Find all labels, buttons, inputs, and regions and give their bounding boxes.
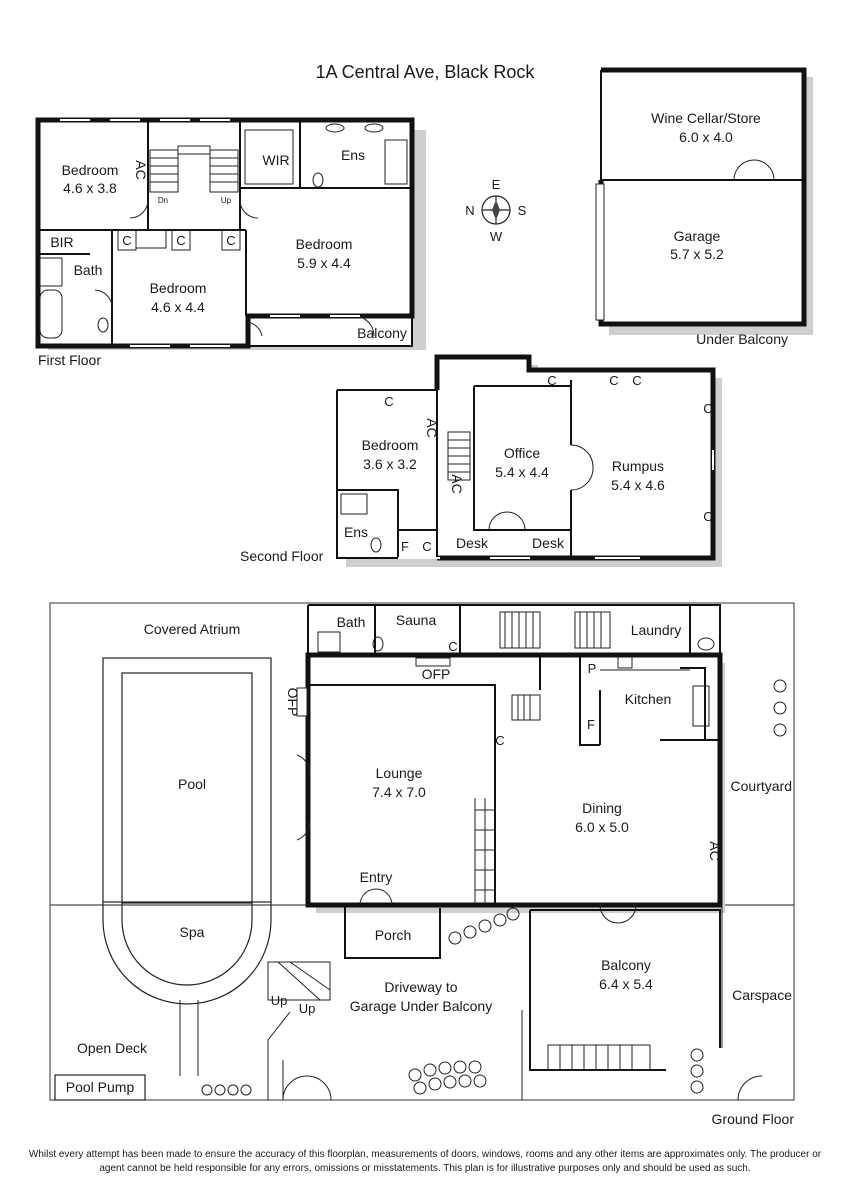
wine-cellar-size: 6.0 x 4.0: [679, 129, 733, 145]
ff-ac: AC: [133, 160, 149, 179]
gf-ofp-atrium: OFP: [285, 688, 301, 717]
first-floor-plan: Bedroom 4.6 x 3.8 Bedroom 4.6 x 4.4 Bedr…: [35, 117, 426, 368]
gf-dining-size: 6.0 x 5.0: [575, 819, 629, 835]
gf-bath: Bath: [337, 614, 366, 630]
ff-bedroom-c-size: 5.9 x 4.4: [297, 255, 351, 271]
ground-floor-caption: Ground Floor: [712, 1111, 795, 1127]
ff-c3: C: [226, 233, 235, 248]
compass: E N S W: [465, 177, 526, 244]
sf-c-2: C: [609, 373, 618, 388]
sf-c-4: C: [703, 401, 712, 416]
gf-carspace: Carspace: [732, 987, 792, 1003]
garage-size: 5.7 x 5.2: [670, 246, 724, 262]
gf-balcony-size: 6.4 x 5.4: [599, 976, 653, 992]
ff-stair-dn: Dn: [158, 196, 168, 205]
gf-dining-name: Dining: [582, 800, 622, 816]
sf-desk-2: Desk: [532, 535, 565, 551]
plan-title: 1A Central Ave, Black Rock: [316, 62, 536, 82]
sf-rumpus-name: Rumpus: [612, 458, 664, 474]
second-floor-plan: Bedroom 3.6 x 3.2 Office 5.4 x 4.4 Rumpu…: [240, 354, 722, 567]
sf-c-1: C: [547, 373, 556, 388]
under-balcony-caption: Under Balcony: [696, 331, 788, 347]
ff-bedroom-b-name: Bedroom: [150, 280, 207, 296]
sf-ac-1: AC: [424, 418, 440, 437]
sf-rumpus-size: 5.4 x 4.6: [611, 477, 665, 493]
sf-bedroom-name: Bedroom: [362, 437, 419, 453]
sf-ac-2: AC: [449, 474, 465, 493]
gf-spa: Spa: [180, 924, 205, 940]
ff-balcony: Balcony: [357, 325, 407, 341]
gf-porch: Porch: [375, 927, 412, 943]
gf-driveway-2: Garage Under Balcony: [350, 998, 492, 1014]
gf-entry: Entry: [360, 869, 393, 885]
sf-ens: Ens: [344, 524, 368, 540]
gf-c-lounge: C: [495, 733, 504, 748]
gf-lounge-name: Lounge: [376, 765, 423, 781]
first-floor-caption: First Floor: [38, 352, 101, 368]
sf-c-bed: C: [384, 394, 393, 409]
ff-bir: BIR: [50, 234, 73, 250]
ff-stair-up: Up: [221, 196, 232, 205]
sf-c-3: C: [632, 373, 641, 388]
second-floor-caption: Second Floor: [240, 548, 324, 564]
gf-pool-pump: Pool Pump: [66, 1079, 135, 1095]
sf-f: F: [401, 539, 409, 554]
ff-bedroom-b-size: 4.6 x 4.4: [151, 299, 205, 315]
gf-driveway-1: Driveway to: [384, 979, 457, 995]
gf-open-deck: Open Deck: [77, 1040, 148, 1056]
gf-balcony-name: Balcony: [601, 957, 651, 973]
sf-c-desk: C: [422, 539, 431, 554]
gf-pool: Pool: [178, 776, 206, 792]
ff-ens: Ens: [341, 147, 365, 163]
ff-bath: Bath: [74, 262, 103, 278]
ff-bedroom-c-name: Bedroom: [296, 236, 353, 252]
ff-c2: C: [176, 233, 185, 248]
gf-up-2: Up: [299, 1001, 316, 1016]
ff-bedroom-a-size: 4.6 x 3.8: [63, 180, 117, 196]
ff-wir: WIR: [262, 152, 289, 168]
sf-office-name: Office: [504, 445, 541, 461]
under-balcony-plan: Wine Cellar/Store 6.0 x 4.0 Garage 5.7 x…: [595, 67, 813, 347]
compass-s: S: [518, 203, 527, 218]
gf-c-sauna: C: [448, 639, 457, 654]
sf-desk-1: Desk: [456, 535, 489, 551]
gf-ac: AC: [707, 841, 723, 860]
gf-f: F: [587, 717, 595, 732]
sf-bedroom-size: 3.6 x 3.2: [363, 456, 417, 472]
gf-kitchen: Kitchen: [625, 691, 672, 707]
ff-c1: C: [122, 233, 131, 248]
wine-cellar-name: Wine Cellar/Store: [651, 110, 761, 126]
compass-n: N: [465, 203, 474, 218]
sf-c-5: C: [703, 509, 712, 524]
garage-name: Garage: [674, 228, 721, 244]
compass-w: W: [490, 229, 503, 244]
ff-bedroom-a-name: Bedroom: [62, 162, 119, 178]
gf-courtyard: Courtyard: [731, 778, 792, 794]
disclaimer-text: Whilst every attempt has been made to en…: [28, 1149, 822, 1174]
ground-floor-plan: Covered Atrium Bath Sauna Laundry OFP OF…: [49, 602, 795, 1127]
gf-p: P: [588, 661, 597, 676]
compass-e: E: [492, 177, 501, 192]
gf-laundry: Laundry: [631, 622, 682, 638]
gf-ofp-lounge: OFP: [422, 666, 451, 682]
gf-up-1: Up: [271, 993, 288, 1008]
gf-sauna: Sauna: [396, 612, 437, 628]
gf-lounge-size: 7.4 x 7.0: [372, 784, 426, 800]
gf-covered-atrium: Covered Atrium: [144, 621, 240, 637]
sf-office-size: 5.4 x 4.4: [495, 464, 549, 480]
